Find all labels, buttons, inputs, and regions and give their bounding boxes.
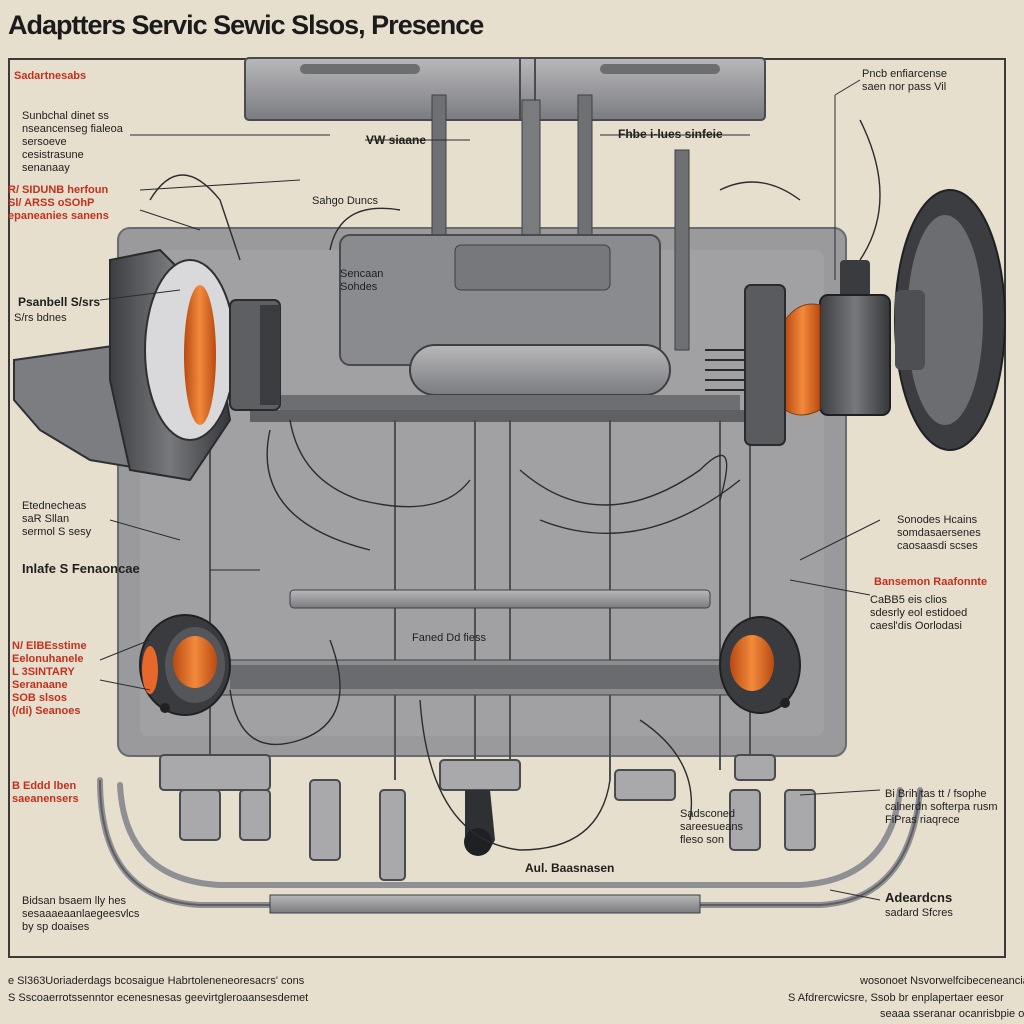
label-right-7: sadard Sfcres <box>885 907 953 919</box>
label-right-4: CaBB5 eis clios sdesrly eol estidoed cae… <box>870 594 968 632</box>
label-center-3: Sahgo Duncs <box>312 195 379 207</box>
lower-right-lamp <box>719 616 801 714</box>
footer-right-1: wosonoet Nsvorwelfcibeceneancia <box>860 975 1024 987</box>
left-brake-assembly <box>13 248 281 482</box>
label-center-4: Sencaan Sohdes <box>340 268 384 293</box>
right-brake-assembly <box>705 189 1006 451</box>
label-left-6: Etednecheas saR Sllan sermol S sesy <box>22 500 92 538</box>
footer-right-2: S Afdrercwicsre, Ssob br enplapertaer ee… <box>788 992 1004 1004</box>
label-left-5: S/rs bdnes <box>14 312 67 324</box>
label-center-7: Aul. Baasnasen <box>525 861 615 875</box>
label-center-1: VW siaane <box>366 133 427 147</box>
label-left-9: B Eddd lben saeanensers <box>12 780 79 805</box>
footer-left-2: S Sscoaerrotssenntor ecenesnesas geevirt… <box>8 992 309 1004</box>
label-center-2: Fhbe i-lues sinfeie <box>618 127 723 141</box>
label-left-4: Psanbell S/srs <box>18 295 101 309</box>
label-center-5: Faned Dd fiess <box>412 632 486 644</box>
label-left-7: Inlafe S Fenaoncae <box>22 561 140 576</box>
label-right-6: Adeardcns <box>885 890 953 905</box>
cross-bar <box>289 589 711 609</box>
label-left-2: Sunbchal dinet ss nseancenseg fialeoa se… <box>22 110 123 174</box>
label-right-2: Sonodes Hcains somdasaersenes caosaasdi … <box>897 514 981 552</box>
label-left-3: R/ SIDUNB herfoun Sl/ ARSS oSOhP epanean… <box>8 184 109 222</box>
lower-left-lamp <box>139 614 231 716</box>
label-left-10: Bidsan bsaem lly hes sesaaaeaanlaegeesvl… <box>22 895 140 933</box>
label-right-3: Bansemon Raafonnte <box>874 576 988 588</box>
label-right-1: Pncb enfiarcense saen nor pass Vil <box>862 68 947 93</box>
label-left-1: Sadartnesabs <box>14 70 87 82</box>
label-center-6: Sadsconed sareesueans fleso son <box>680 808 743 846</box>
page-title: Adaptters Servic Sewic Slsos, Presence <box>8 10 484 40</box>
footer-right-3: seaaa sseranar ocanrisbpie orossh <box>880 1008 1024 1020</box>
label-right-5: Bi Brih tas tt / fsophe calnerdn softerp… <box>885 788 998 826</box>
footer-left-1: e Sl363Uoriaderdags bcosaigue Habrtolene… <box>8 975 305 987</box>
label-left-8: N/ ElBEsstime Eelonuhanele L 3SINTARY Se… <box>12 640 87 717</box>
